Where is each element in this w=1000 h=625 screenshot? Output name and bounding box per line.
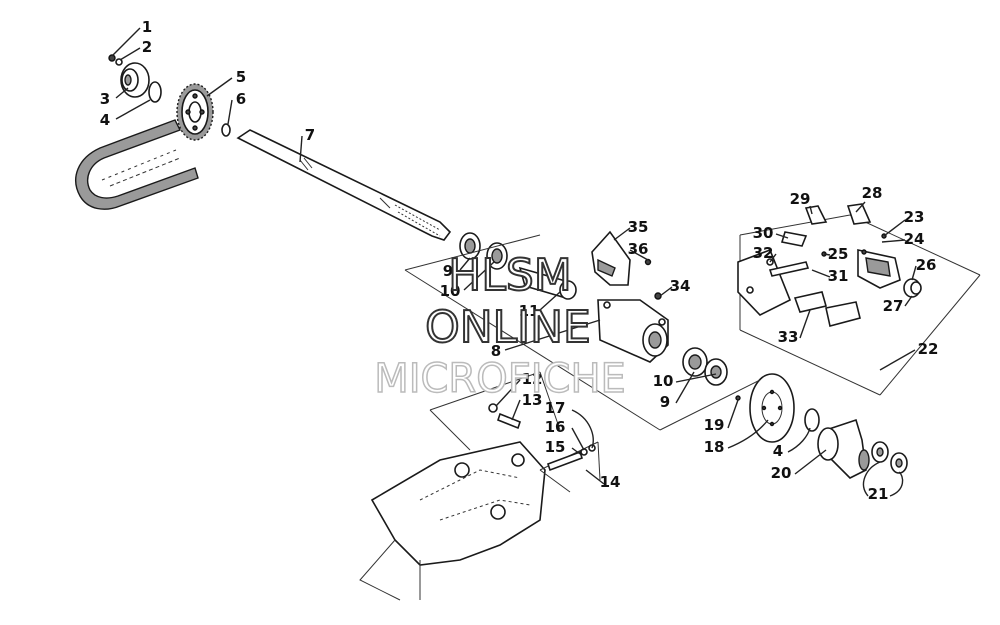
callout-33: 33 bbox=[778, 328, 799, 346]
callout-25: 25 bbox=[828, 245, 849, 263]
callout-15: 15 bbox=[545, 438, 566, 456]
watermark-line2: ONLINE bbox=[425, 302, 591, 353]
callout-13: 13 bbox=[522, 391, 543, 409]
brake-disc bbox=[749, 373, 795, 443]
callout-19: 19 bbox=[704, 416, 725, 434]
callout-6: 6 bbox=[236, 90, 246, 108]
callout-8: 8 bbox=[491, 342, 501, 360]
swing-arm-frame bbox=[359, 441, 546, 601]
bearing-pair-right bbox=[682, 347, 728, 386]
axle-nuts bbox=[871, 441, 908, 474]
callout-26: 26 bbox=[916, 256, 937, 274]
watermark-line1: HLSM bbox=[448, 250, 572, 301]
callout-2: 2 bbox=[142, 38, 152, 56]
bolt-group-14 bbox=[539, 441, 601, 493]
callout-36: 36 bbox=[628, 240, 649, 258]
callout-17: 17 bbox=[545, 399, 566, 417]
callout-34: 34 bbox=[670, 277, 691, 295]
bolt-12 bbox=[488, 403, 521, 430]
callout-24: 24 bbox=[904, 230, 925, 248]
housing-bracket bbox=[591, 230, 631, 286]
wheel-hub bbox=[817, 418, 870, 479]
bearing-pair-left bbox=[459, 232, 508, 270]
callout-12: 12 bbox=[522, 370, 543, 388]
drive-chain bbox=[75, 119, 199, 210]
key-ring bbox=[221, 123, 231, 137]
callout-9: 9 bbox=[443, 262, 453, 280]
spacer-tube bbox=[518, 266, 577, 300]
bolt-group-box bbox=[429, 371, 561, 451]
callout-5: 5 bbox=[236, 68, 246, 86]
callout-7: 7 bbox=[305, 126, 315, 144]
callout-14: 14 bbox=[600, 473, 621, 491]
callout-31: 31 bbox=[828, 267, 849, 285]
bearing-housing bbox=[597, 299, 669, 363]
callout-27: 27 bbox=[883, 297, 904, 315]
callout-30: 30 bbox=[753, 224, 774, 242]
piston bbox=[903, 278, 922, 298]
sprocket bbox=[176, 83, 214, 141]
callout-32: 32 bbox=[753, 244, 774, 262]
callout-9: 9 bbox=[660, 393, 670, 411]
callout-4: 4 bbox=[100, 111, 110, 129]
snap-ring bbox=[148, 81, 162, 103]
callout-21: 21 bbox=[868, 485, 889, 503]
set-screw bbox=[644, 258, 652, 266]
callout-23: 23 bbox=[904, 208, 925, 226]
callout-35: 35 bbox=[628, 218, 649, 236]
callout-22: 22 bbox=[918, 340, 939, 358]
callout-18: 18 bbox=[704, 438, 725, 456]
callout-29: 29 bbox=[790, 190, 811, 208]
callout-10: 10 bbox=[653, 372, 674, 390]
housing-group-box bbox=[404, 234, 761, 431]
watermark: HLSM ONLINE MICROFICHE bbox=[373, 249, 626, 403]
sprocket-hub bbox=[120, 62, 150, 98]
leader-lines bbox=[111, 27, 917, 497]
callout-16: 16 bbox=[545, 418, 566, 436]
snap-ring-right bbox=[804, 408, 820, 432]
disc-bolt bbox=[735, 395, 741, 401]
pad-spring bbox=[780, 231, 808, 247]
rear-axle bbox=[236, 129, 452, 241]
caliper-body bbox=[857, 249, 901, 289]
brake-pads bbox=[793, 291, 861, 327]
callout-10: 10 bbox=[440, 282, 461, 300]
callout-28: 28 bbox=[862, 184, 883, 202]
callout-20: 20 bbox=[771, 464, 792, 482]
callout-3: 3 bbox=[100, 90, 110, 108]
callout-11: 11 bbox=[519, 302, 540, 320]
callout-4: 4 bbox=[773, 442, 783, 460]
watermark-line3: MICROFICHE bbox=[374, 356, 626, 402]
callout-1: 1 bbox=[142, 18, 152, 36]
